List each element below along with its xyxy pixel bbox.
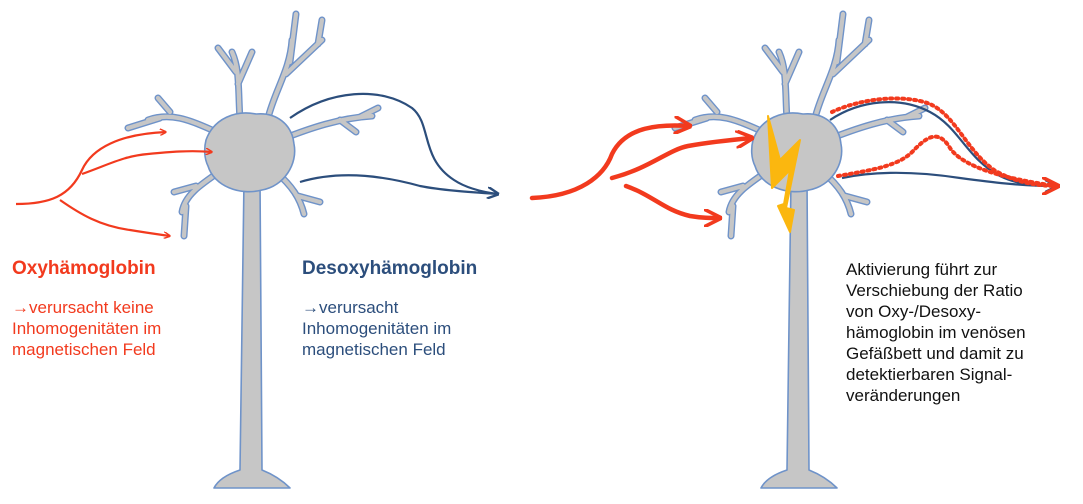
oxyhemoglobin-title: Oxyhämoglobin [12,258,156,280]
oxy-desc-line-1: →verursacht keine [12,297,212,318]
desoxy-arrows-right [830,102,1056,186]
desoxy-desc-line-1: →verursacht [302,297,522,318]
activation-line-4: hämoglobin im venösen [846,322,1082,343]
desoxyhemoglobin-title: Desoxyhämoglobin [302,258,477,280]
activation-line-6: detektierbaren Signal- [846,364,1082,385]
activation-description: Aktivierung führt zur Verschiebung der R… [846,259,1082,406]
activation-line-1: Aktivierung führt zur [846,259,1082,280]
oxy-desc-line-2: Inhomogenitäten im [12,318,212,339]
oxy-dotted-paths-right [832,98,1058,186]
activation-line-5: Gefäßbett und damit zu [846,343,1082,364]
desoxy-arrows-left [290,94,498,194]
activation-line-7: veränderungen [846,385,1082,406]
neuron-icon-left [128,14,378,488]
desoxy-desc-line-3: magnetischen Feld [302,339,522,360]
desoxy-desc-line-2: Inhomogenitäten im [302,318,522,339]
neuron-icon-right [675,14,925,488]
oxy-arrows-right [532,125,752,218]
oxy-desc-line-3: magnetischen Feld [12,339,212,360]
desoxyhemoglobin-description: →verursacht Inhomogenitäten im magnetisc… [302,297,522,360]
activation-line-3: von Oxy-/Desoxy- [846,301,1082,322]
oxyhemoglobin-description: →verursacht keine Inhomogenitäten im mag… [12,297,212,360]
activation-line-2: Verschiebung der Ratio [846,280,1082,301]
